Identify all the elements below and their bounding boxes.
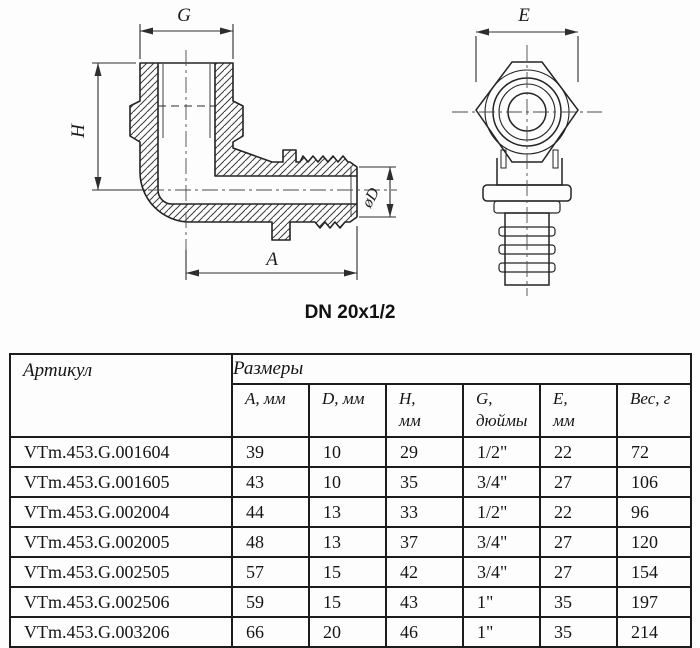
- dimension-a: [185, 226, 358, 280]
- technical-drawing: G H A øD: [68, 5, 602, 296]
- table-row: VTm.453.G.002004 44 13 33 1/2" 22 96: [9, 496, 693, 528]
- column-header-line: A, мм: [245, 389, 286, 408]
- article-cell: VTm.453.G.002505: [9, 556, 233, 588]
- value-cell-a: 66: [231, 616, 310, 648]
- value-cell-e: 27: [539, 556, 618, 588]
- fitting-size-caption: DN 20x1/2: [304, 302, 396, 323]
- value-cell-h: 43: [385, 586, 464, 618]
- value-cell-d: 10: [308, 436, 387, 468]
- hex-nut-outline: [475, 61, 579, 163]
- dimension-h-label: H: [68, 123, 89, 139]
- value-cell-g: 1/2": [462, 496, 541, 528]
- dimension-g: [139, 24, 234, 59]
- column-header-line: E,: [553, 389, 568, 408]
- column-header-d: D, мм: [308, 383, 387, 438]
- value-cell-weight: 120: [615, 526, 693, 558]
- article-column-header: Артикул: [9, 353, 233, 438]
- value-cell-d: 10: [308, 466, 387, 498]
- table-row: VTm.453.G.002505 57 15 42 3/4" 27 154: [9, 556, 693, 588]
- end-view: E: [452, 5, 602, 296]
- dimension-d-label: øD: [358, 185, 383, 212]
- value-cell-h: 42: [385, 556, 464, 588]
- column-header-line: мм: [399, 411, 421, 431]
- value-cell-h: 46: [385, 616, 464, 648]
- value-cell-g: 3/4": [462, 526, 541, 558]
- value-cell-weight: 72: [615, 436, 693, 468]
- value-cell-d: 13: [308, 526, 387, 558]
- value-cell-d: 13: [308, 496, 387, 528]
- dimension-g-label: G: [177, 5, 191, 26]
- value-cell-g: 3/4": [462, 556, 541, 588]
- table-row: VTm.453.G.002506 59 15 43 1" 35 197: [9, 586, 693, 618]
- article-cell: VTm.453.G.002506: [9, 586, 233, 618]
- column-header-a: A, мм: [231, 383, 310, 438]
- clip-slot-right: [552, 149, 559, 169]
- table-subheader-row: A, мм D, мм H, мм G, дюймы E, мм Вес, г: [10, 383, 693, 438]
- value-cell-a: 48: [231, 526, 310, 558]
- value-cell-weight: 214: [615, 616, 693, 648]
- dimension-a-label: A: [264, 249, 278, 270]
- left-view-elbow-section: G H A øD: [68, 5, 397, 280]
- column-header-line: мм: [553, 411, 575, 431]
- dimensions-table: Артикул Размеры A, мм D, мм H, мм G, дюймы…: [9, 353, 693, 648]
- value-cell-e: 27: [539, 526, 618, 558]
- column-header-g: G, дюймы: [462, 383, 541, 438]
- value-cell-e: 22: [539, 496, 618, 528]
- value-cell-a: 43: [231, 466, 310, 498]
- value-cell-g: 1": [462, 616, 541, 648]
- dimension-e: [475, 28, 579, 82]
- value-cell-weight: 154: [615, 556, 693, 588]
- value-cell-d: 20: [308, 616, 387, 648]
- value-cell-weight: 96: [615, 496, 693, 528]
- article-cell: VTm.453.G.002005: [9, 526, 233, 558]
- article-cell: VTm.453.G.003206: [9, 616, 233, 648]
- value-cell-e: 35: [539, 616, 618, 648]
- column-header-line: Вес, г: [630, 389, 671, 408]
- column-header-line: G,: [476, 389, 493, 408]
- table-row: VTm.453.G.001605 43 10 35 3/4" 27 106: [9, 466, 693, 498]
- value-cell-h: 33: [385, 496, 464, 528]
- value-cell-h: 37: [385, 526, 464, 558]
- article-cell: VTm.453.G.002004: [9, 496, 233, 528]
- column-header-line: дюймы: [476, 411, 528, 431]
- value-cell-e: 27: [539, 466, 618, 498]
- article-cell: VTm.453.G.001604: [9, 436, 233, 468]
- value-cell-a: 39: [231, 436, 310, 468]
- dimension-h: [92, 62, 146, 191]
- value-cell-h: 29: [385, 436, 464, 468]
- value-cell-g: 1/2": [462, 436, 541, 468]
- column-header-e: E, мм: [539, 383, 618, 438]
- value-cell-g: 3/4": [462, 466, 541, 498]
- table-row: VTm.453.G.002005 48 13 37 3/4" 27 120: [9, 526, 693, 558]
- clip-slot-left: [500, 149, 507, 169]
- column-header-weight: Вес, г: [615, 383, 693, 438]
- value-cell-a: 57: [231, 556, 310, 588]
- column-header-line: H,: [399, 389, 416, 408]
- catalog-page: G H A øD: [9, 5, 693, 648]
- value-cell-d: 15: [308, 556, 387, 588]
- value-cell-weight: 197: [615, 586, 693, 618]
- value-cell-weight: 106: [615, 466, 693, 498]
- table-header-row: Артикул Размеры: [9, 353, 693, 438]
- value-cell-a: 59: [231, 586, 310, 618]
- value-cell-h: 35: [385, 466, 464, 498]
- table-row: VTm.453.G.003206 66 20 46 1" 35 214: [9, 616, 693, 648]
- value-cell-e: 35: [539, 586, 618, 618]
- dimension-e-label: E: [517, 5, 530, 26]
- article-cell: VTm.453.G.001605: [9, 466, 233, 498]
- sizes-group-header: Размеры: [230, 353, 693, 385]
- column-header-h: H, мм: [385, 383, 464, 438]
- table-row: VTm.453.G.001604 39 10 29 1/2" 22 72: [9, 436, 693, 468]
- value-cell-d: 15: [308, 586, 387, 618]
- column-header-line: D, мм: [322, 389, 365, 408]
- value-cell-e: 22: [539, 436, 618, 468]
- value-cell-a: 44: [231, 496, 310, 528]
- fitting-body-section: [129, 62, 358, 241]
- value-cell-g: 1": [462, 586, 541, 618]
- dimension-d: [359, 166, 396, 218]
